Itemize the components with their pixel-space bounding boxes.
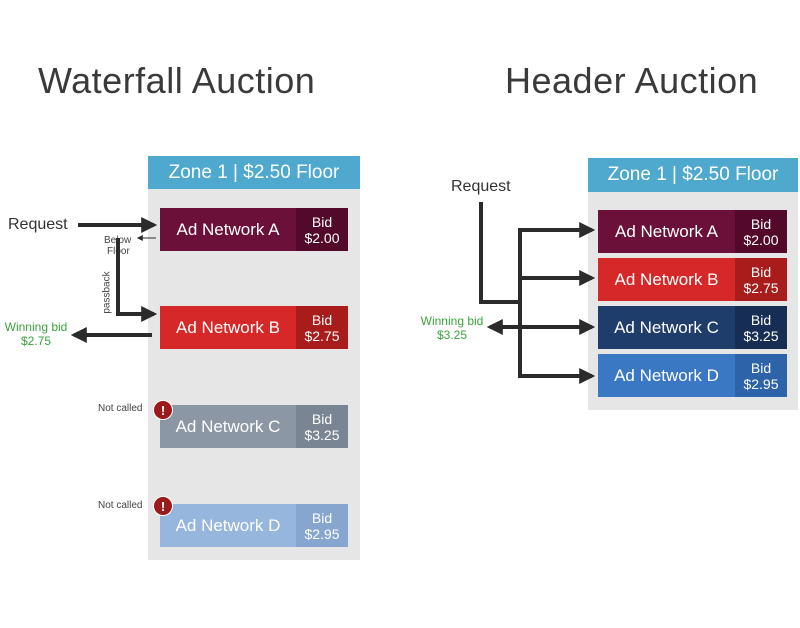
header-network-b: Ad Network B Bid $2.75 [598,258,787,301]
winning-value: $3.25 [436,328,468,342]
header-network-c: Ad Network C Bid $3.25 [598,306,787,349]
bid-label: Bid [750,215,772,232]
passback-arrow [116,238,158,322]
header-title: Header Auction [505,60,759,101]
network-name: Ad Network C [175,416,281,436]
bid-box: Bid $3.25 [296,405,348,448]
bid-label: Bid [311,311,333,328]
bid-box: Bid $2.75 [735,258,787,301]
bid-box: Bid $2.00 [296,208,348,251]
waterfall-network-c: Ad Network C Bid $3.25 [160,405,348,448]
header-network-d: Ad Network D Bid $2.95 [598,354,787,397]
bid-value: $2.75 [304,327,340,344]
waterfall-request-label: Request [8,216,68,233]
winning-value: $2.75 [20,334,52,348]
network-name: Ad Network B [176,317,280,337]
bid-label: Bid [750,359,772,376]
alert-icon: ! [153,400,173,420]
header-winning-bid: Winning bid $3.25 [412,314,492,342]
bid-value: $2.95 [743,375,779,392]
header-request-trunk [479,202,520,304]
waterfall-zone-header: Zone 1 | $2.50 Floor [148,156,360,189]
winning-label: Winning bid [4,320,68,334]
header-request-label: Request [451,178,511,195]
bid-box: Bid $2.95 [296,504,348,547]
waterfall-title: Waterfall Auction [38,60,316,101]
bid-box: Bid $2.75 [296,306,348,349]
waterfall-network-a: Ad Network A Bid $2.00 [160,208,348,251]
not-called-label-c: Not called [98,403,143,414]
header-network-a: Ad Network A Bid $2.00 [598,210,787,253]
alert-icon: ! [153,496,173,516]
bid-value: $2.00 [304,229,340,246]
bid-value: $2.95 [304,525,340,542]
bid-label: Bid [750,311,772,328]
network-name: Ad Network A [176,219,280,239]
bid-box: Bid $2.95 [735,354,787,397]
bid-box: Bid $3.25 [735,306,787,349]
network-name: Ad Network A [615,221,718,241]
bid-box: Bid $2.00 [735,210,787,253]
waterfall-network-d: Ad Network D Bid $2.95 [160,504,348,547]
waterfall-winning-bid: Winning bid $2.75 [0,320,72,348]
network-name: Ad Network D [175,515,281,535]
bid-label: Bid [311,213,333,230]
winning-label: Winning bid [420,314,484,328]
bid-label: Bid [311,509,333,526]
bid-value: $2.00 [743,231,779,248]
waterfall-network-b: Ad Network B Bid $2.75 [160,306,348,349]
bid-label: Bid [750,263,772,280]
network-name: Ad Network D [614,365,719,385]
network-name: Ad Network B [614,269,719,289]
header-zone-header: Zone 1 | $2.50 Floor [588,158,798,192]
bid-value: $3.25 [304,426,340,443]
bid-value: $3.25 [743,327,779,344]
network-name: Ad Network C [614,317,719,337]
bid-value: $2.75 [743,279,779,296]
bid-label: Bid [311,410,333,427]
not-called-label-d: Not called [98,500,143,511]
